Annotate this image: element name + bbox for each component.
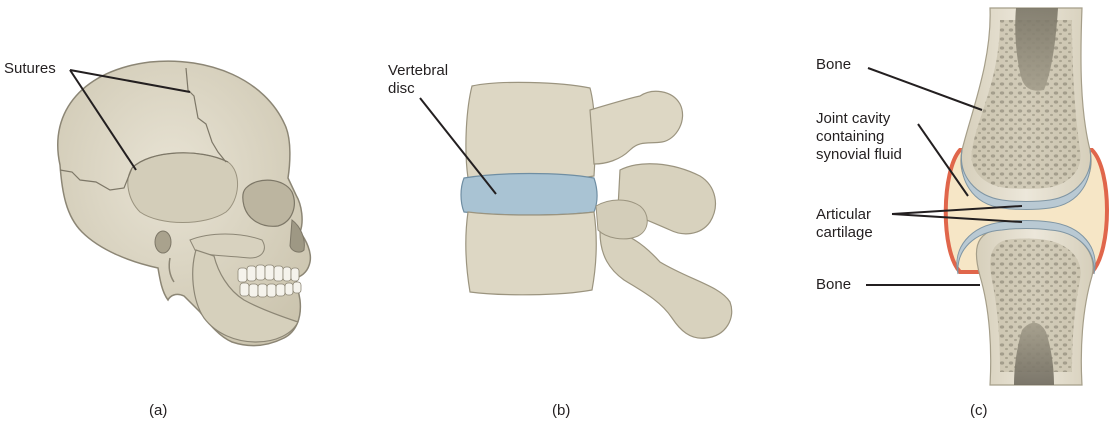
vertebrae-illustration — [460, 81, 733, 339]
lower-articular-process — [595, 199, 648, 240]
upper-bone-spongy — [971, 20, 1081, 189]
label-joint-cavity-line2: containing — [816, 128, 885, 145]
skull-nasal-cavity — [289, 219, 305, 253]
upper-vertebral-body — [465, 81, 596, 182]
label-joint-cavity-line3: synovial fluid — [816, 146, 902, 163]
lower-marrow — [1014, 322, 1054, 385]
label-sutures: Sutures — [4, 60, 56, 77]
skull-teeth — [237, 264, 302, 298]
lower-bone-spongy — [990, 238, 1081, 372]
skull-temporal-region — [127, 152, 238, 223]
lower-spinous-process — [599, 230, 733, 339]
label-articular-line1: Articular — [816, 206, 872, 223]
skull-styloid — [168, 257, 175, 283]
lower-vertebral-body — [465, 211, 597, 296]
label-articular-line2: cartilage — [816, 224, 873, 241]
sutures-leaders — [69, 69, 191, 171]
skull-illustration — [57, 60, 312, 347]
caption-panel-b: (b) — [552, 402, 571, 419]
vertebral-disc — [460, 172, 598, 216]
synovial-joint-illustration — [943, 7, 1109, 386]
skull-mandible — [192, 249, 299, 343]
vertebral-disc-leader — [419, 97, 497, 195]
lower-articular-cartilage — [956, 220, 1096, 275]
skull-cheekbone — [189, 233, 265, 259]
skull-eye-socket — [242, 179, 295, 227]
label-joint-cavity-line1: Joint cavity — [816, 110, 891, 127]
label-bone-bottom: Bone — [816, 276, 852, 293]
joint-leaders — [866, 67, 1023, 286]
label-vertebral-disc-line1: Vertebral — [388, 62, 449, 79]
label-bone-top: Bone — [816, 56, 852, 73]
upper-marrow — [1015, 8, 1058, 91]
upper-articular-process — [589, 90, 684, 165]
caption-panel-c: (c) — [970, 402, 988, 419]
skull-ear-opening — [154, 230, 172, 254]
caption-panel-a: (a) — [149, 402, 168, 419]
label-vertebral-disc-line2: disc — [388, 80, 415, 97]
